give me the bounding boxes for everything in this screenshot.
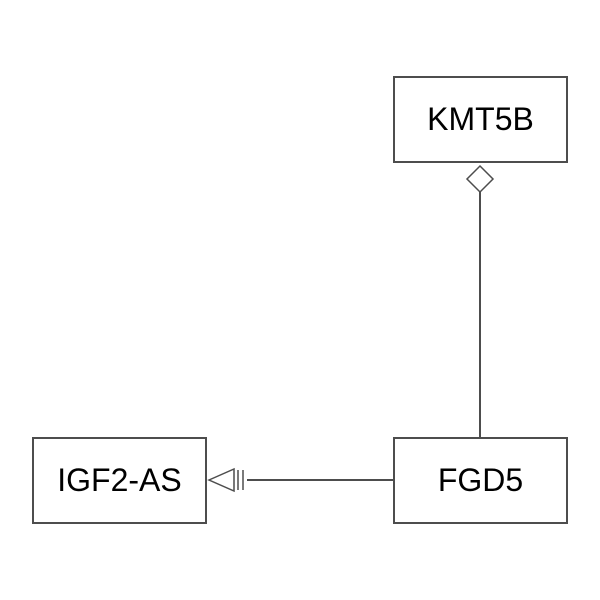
node-label: IGF2-AS [57, 462, 182, 498]
edge-fgd5-kmt5b [465, 164, 495, 437]
node-kmt5b[interactable]: KMT5B [393, 76, 568, 163]
edge-fgd5-igf2 [207, 467, 393, 493]
node-igf2-as[interactable]: IGF2-AS [32, 437, 207, 524]
node-label: FGD5 [437, 462, 524, 498]
node-fgd5[interactable]: FGD5 [393, 437, 568, 524]
node-label: KMT5B [427, 101, 534, 137]
triangle-marker-icon [207, 467, 235, 493]
diamond-marker-icon [465, 164, 495, 194]
